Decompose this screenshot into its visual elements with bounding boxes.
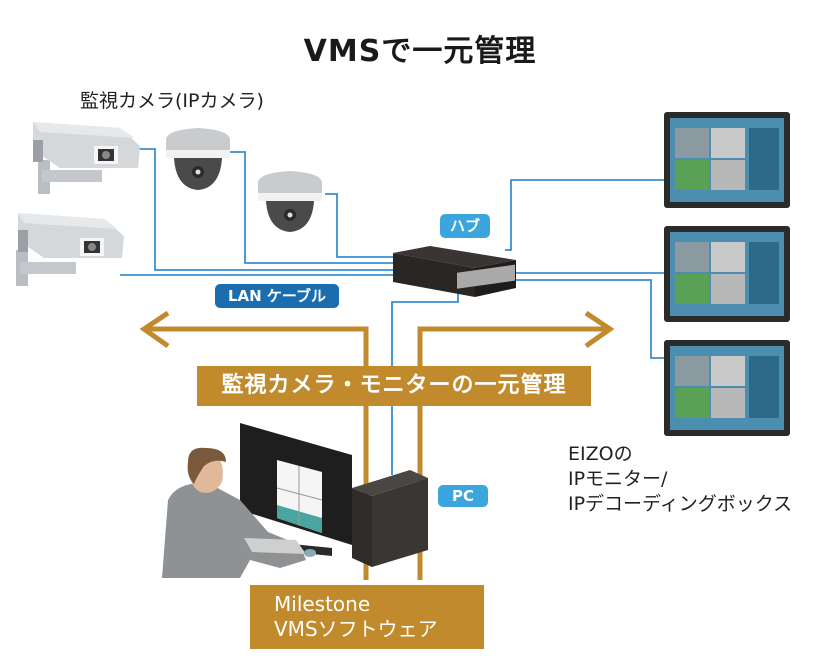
eizo-label-line1: EIZOの xyxy=(568,443,633,465)
ip-monitor-2 xyxy=(664,226,790,322)
pc-badge: PC xyxy=(438,485,488,507)
ip-monitor-3 xyxy=(664,340,790,436)
lan-cables xyxy=(120,148,665,475)
hub-device xyxy=(393,246,516,297)
diagram-title: VMSで一元管理 xyxy=(303,34,537,69)
cable-monitor-1 xyxy=(505,179,665,251)
pc-tower xyxy=(352,470,428,567)
cable-dome-2 xyxy=(325,193,395,258)
dome-camera-2 xyxy=(258,171,322,232)
operator-person xyxy=(162,447,316,578)
eizo-label-line2: IPモニター/ xyxy=(568,468,668,490)
hub-badge: ハブ xyxy=(440,214,490,238)
software-name-line1: Milestone xyxy=(274,592,371,616)
eizo-monitors-label: EIZOの IPモニター/ IPデコーディングボックス xyxy=(568,442,792,517)
software-name-line2: VMSソフトウェア xyxy=(274,617,438,641)
right-arrowhead xyxy=(584,310,615,349)
bullet-camera-1 xyxy=(33,122,140,194)
centralized-management-banner: 監視カメラ・モニターの一元管理 xyxy=(197,366,591,406)
cable-camera-1 xyxy=(138,148,395,271)
cable-monitor-3 xyxy=(515,279,665,359)
vms-software-box: Milestone VMSソフトウェア xyxy=(250,585,484,649)
ip-monitor-1 xyxy=(664,112,790,208)
lan-cable-badge: LAN ケーブル xyxy=(215,284,339,308)
left-arrowhead xyxy=(139,310,170,349)
cameras-label: 監視カメラ(IPカメラ) xyxy=(80,90,264,112)
bullet-camera-2 xyxy=(16,213,124,286)
eizo-label-line3: IPデコーディングボックス xyxy=(568,493,793,515)
cable-dome-1 xyxy=(230,151,395,264)
dome-camera-1 xyxy=(166,128,230,190)
